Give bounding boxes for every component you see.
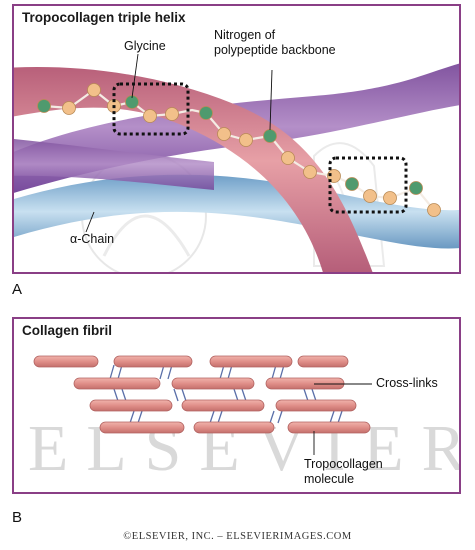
tropocollagen-molecule [287, 421, 371, 434]
tropocollagen-molecule [99, 421, 185, 434]
tropocollagen-molecule [171, 377, 255, 390]
cross-links [109, 364, 343, 424]
amino-acid-residues [37, 83, 441, 217]
tropocollagen-molecule [275, 399, 357, 412]
copyright-footer: ©ELSEVIER, INC. – ELSEVIERIMAGES.COM [123, 531, 352, 542]
glycine-highlight-box [112, 82, 190, 136]
panel-b-title: Collagen fibril [22, 323, 113, 338]
tropocollagen-molecule [89, 399, 173, 412]
nitrogen-label-line2: polypeptide backbone [214, 43, 336, 57]
tropocollagen-molecule [265, 377, 345, 390]
tropocollagen-molecule [73, 377, 161, 390]
panel-a-letter: A [12, 281, 23, 298]
alpha-chain-pink [14, 67, 373, 272]
glycine-residue [409, 181, 423, 195]
glycine-residue [263, 129, 277, 143]
cross-links-label: Cross-links [376, 376, 438, 390]
collagen-fibril-panel: ELSEVIER [12, 317, 461, 494]
repeat-highlight-box [328, 156, 408, 214]
tropocollagen-molecule [297, 355, 349, 368]
glycine-residue [199, 106, 213, 120]
tropocollagen-molecule [181, 399, 265, 412]
glycine-residue [37, 99, 51, 113]
tropocollagen-molecule [33, 355, 99, 368]
panel-b-letter: B [12, 509, 23, 526]
panel-a-title: Tropocollagen triple helix [22, 10, 186, 25]
nitrogen-leader-line [269, 69, 273, 131]
nitrogen-label-line1: Nitrogen of [214, 28, 276, 42]
tropocollagen-label-line2: molecule [304, 472, 355, 486]
triple-helix-panel: Tropocollagen triple helix Glycine Nitro… [12, 4, 461, 274]
collagen-fibril-illustration [33, 355, 372, 455]
tropocollagen-molecule [113, 355, 193, 368]
glycine-residue [345, 177, 359, 191]
tropocollagen-molecule [193, 421, 275, 434]
alpha-chain-purple-lower [14, 139, 214, 190]
tropocollagen-molecule [209, 355, 293, 368]
alpha-chain-label: α-Chain [70, 232, 115, 246]
tropocollagen-label-line1: Tropocollagen [304, 457, 383, 471]
alpha-chain-leader-line [85, 211, 95, 233]
triple-helix-illustration [14, 53, 459, 272]
glycine-label: Glycine [124, 39, 166, 53]
glycine-leader-line [131, 53, 139, 99]
tropocollagen-molecules [33, 355, 371, 434]
